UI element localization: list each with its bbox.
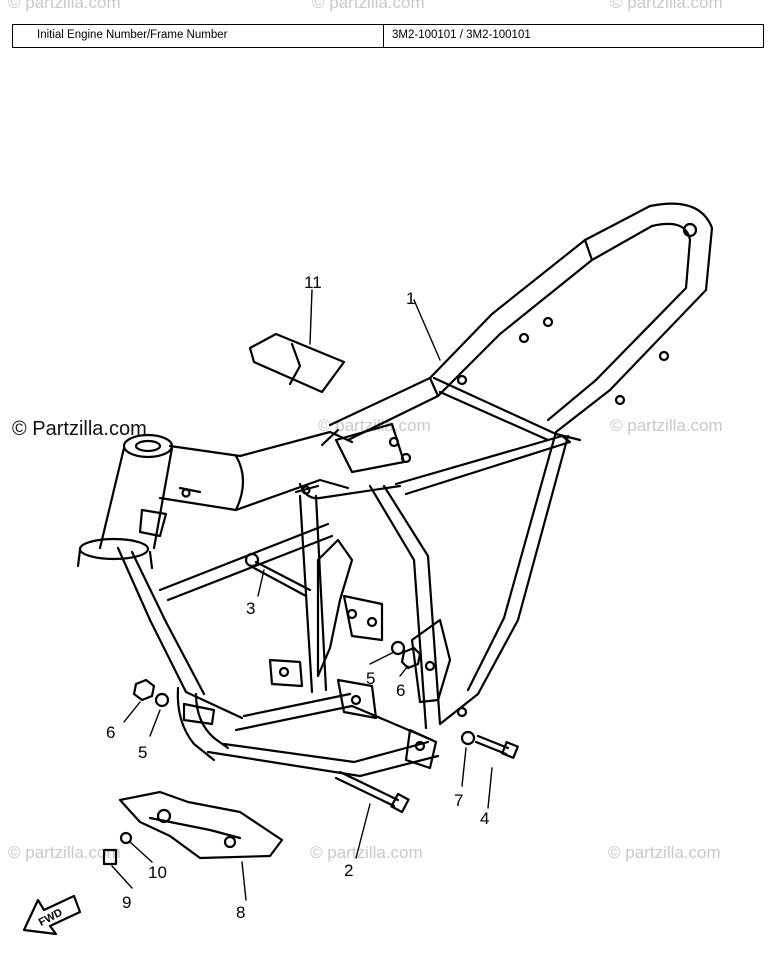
leader-lines xyxy=(111,289,493,901)
engine-guard-part xyxy=(118,790,284,860)
header-label: Initial Engine Number/Frame Number xyxy=(13,25,384,47)
backbone-tube xyxy=(158,430,354,512)
fasteners xyxy=(102,640,476,866)
frame-number-header: Initial Engine Number/Frame Number 3M2-1… xyxy=(12,24,764,48)
watermark: © partzilla.com xyxy=(8,0,121,12)
watermark: © partzilla.com xyxy=(310,843,423,862)
watermark: © partzilla.com xyxy=(608,843,721,862)
callout-1: 1 xyxy=(406,289,415,308)
callout-8: 8 xyxy=(236,903,245,922)
callout-3: 3 xyxy=(246,599,255,618)
callout-9: 9 xyxy=(122,893,131,912)
watermark: © partzilla.com xyxy=(318,416,431,435)
callout-5: 5 xyxy=(366,669,375,688)
watermark: © partzilla.com xyxy=(8,843,121,862)
watermark: © partzilla.com xyxy=(610,0,723,12)
fwd-arrow xyxy=(22,894,82,936)
callout-6: 6 xyxy=(396,681,405,700)
watermark: © partzilla.com xyxy=(312,0,425,12)
bolt-2 xyxy=(334,770,410,814)
callout-2: 2 xyxy=(344,861,353,880)
bolt-4 xyxy=(474,734,519,759)
centre-tubes xyxy=(158,430,570,730)
watermark: © partzilla.com xyxy=(610,416,723,435)
copyright-notice: © Partzilla.com xyxy=(12,418,147,440)
callout-11: 11 xyxy=(304,273,322,292)
callout-4: 4 xyxy=(480,809,489,828)
down-tubes xyxy=(116,546,440,778)
bolt-3 xyxy=(244,552,312,598)
gussets xyxy=(138,316,670,770)
callout-7: 7 xyxy=(454,791,463,810)
cover-part xyxy=(248,332,346,394)
steering-head xyxy=(76,433,174,570)
seat-loop xyxy=(320,202,714,447)
callout-10: 10 xyxy=(148,863,167,882)
header-value: 3M2-100101 / 3M2-100101 xyxy=(392,29,531,41)
callout-5: 5 xyxy=(138,743,147,762)
callout-6: 6 xyxy=(106,723,115,742)
